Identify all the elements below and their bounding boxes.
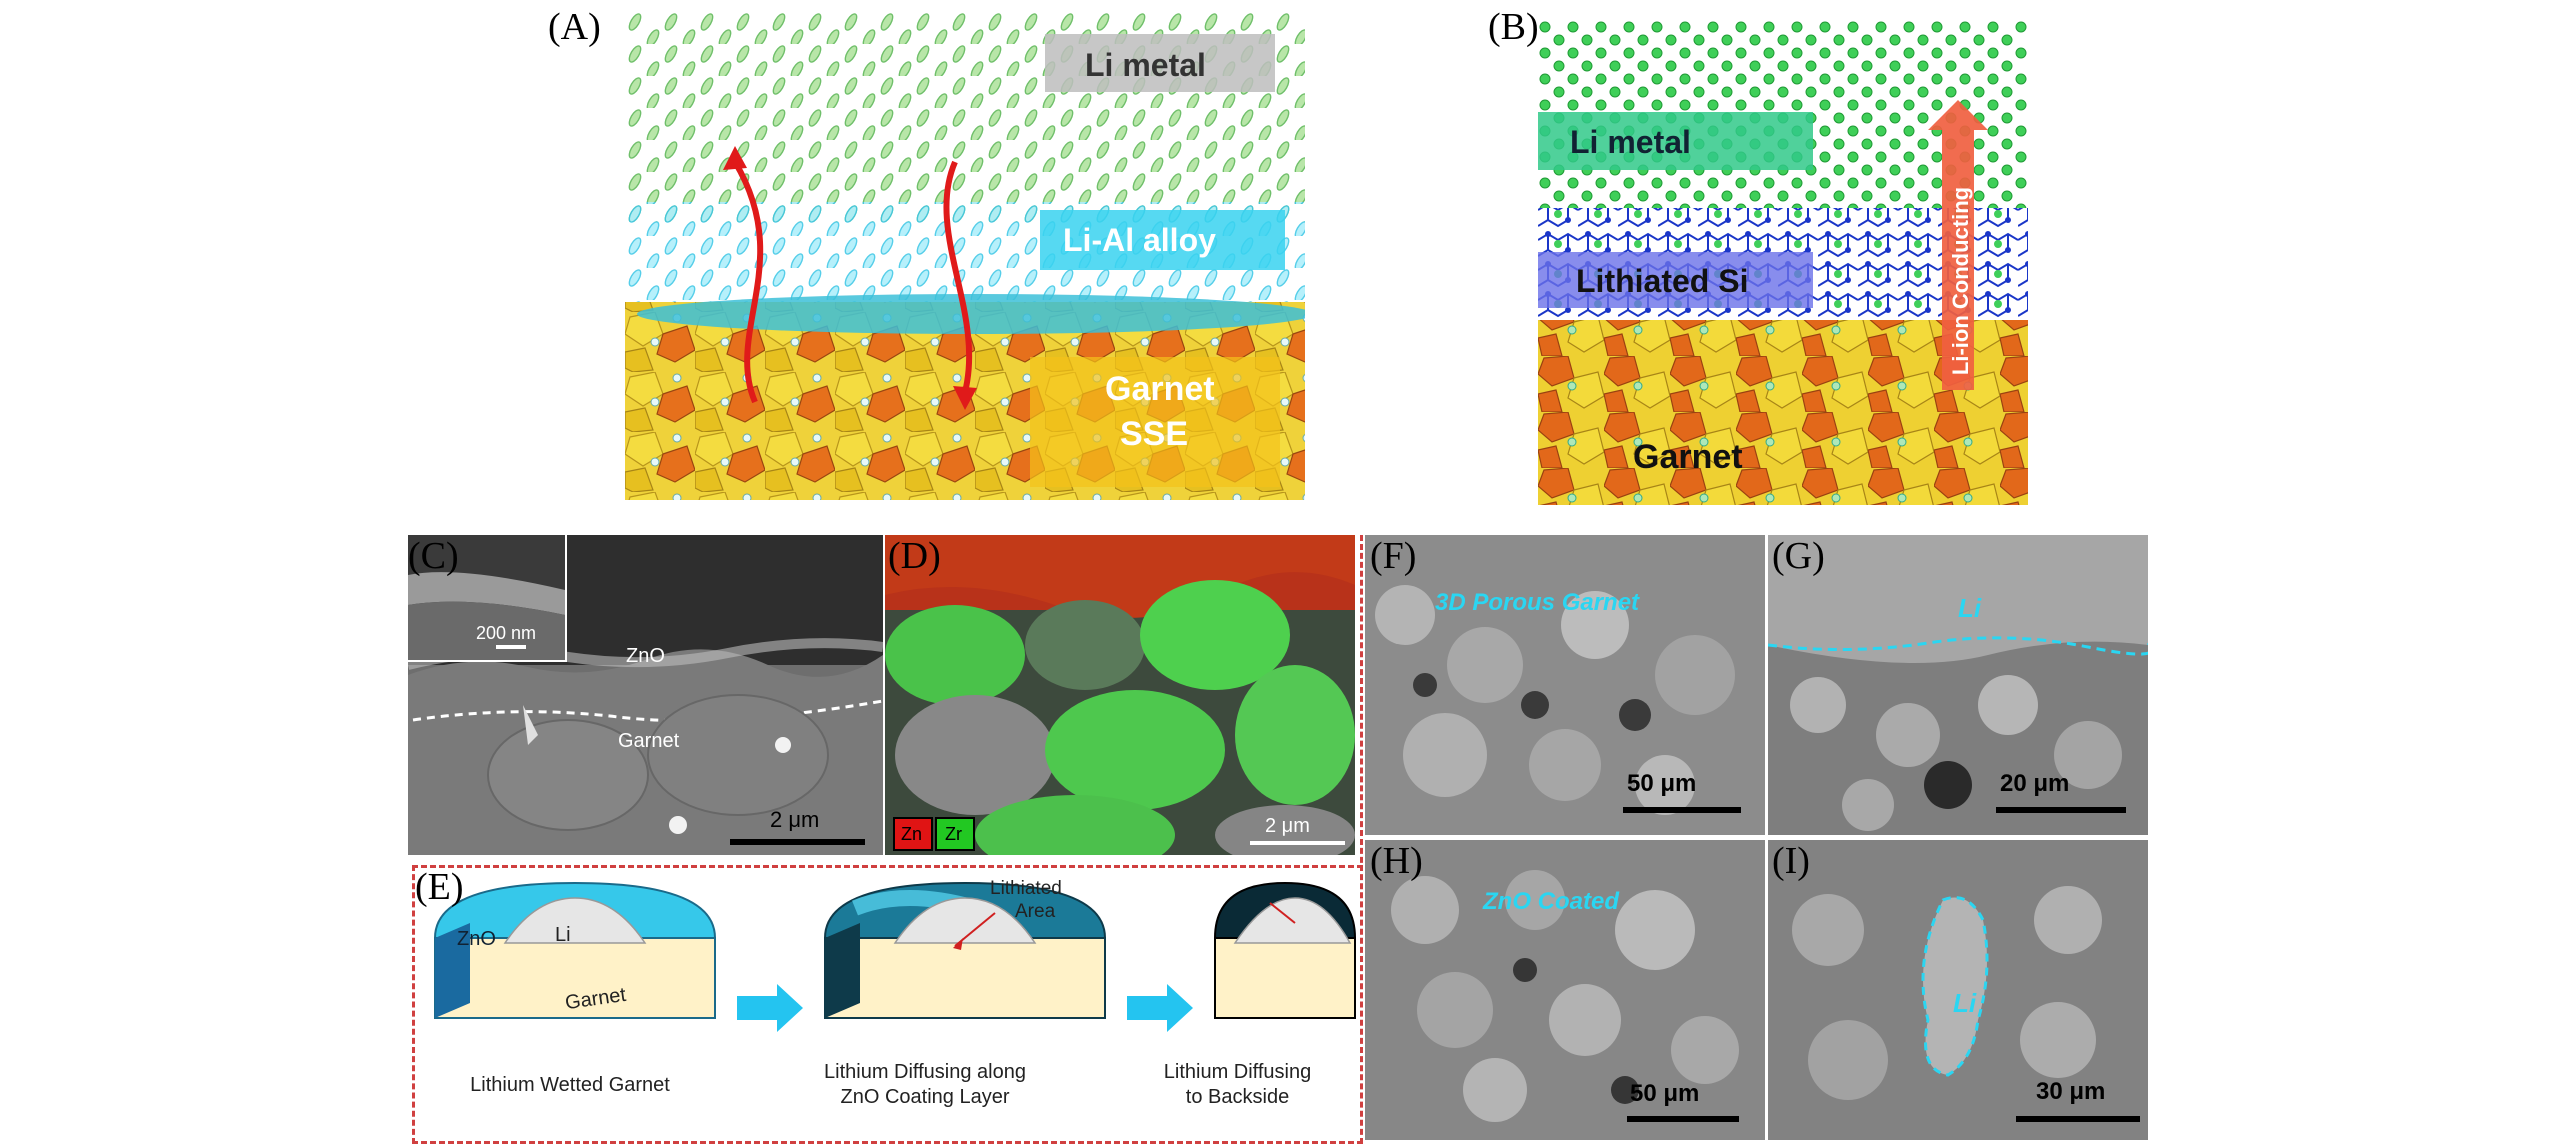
legend-zr-label: Zr: [945, 824, 962, 844]
scale-label-i: 30 μm: [2036, 1078, 2106, 1105]
li-metal-box: [1045, 34, 1275, 92]
lithiated-si-label: Lithiated Si: [1576, 263, 1749, 299]
panel-h-sem: ZnO Coated 50 μm: [1365, 840, 1765, 1140]
flow-arrow-1: [737, 984, 803, 1032]
area-label: Area: [1015, 901, 1056, 922]
flow-arrow-2: [1127, 984, 1193, 1032]
scale-bar-i: [2016, 1116, 2140, 1122]
lithiated-si-box: [1538, 252, 1813, 308]
garnet-label-b: Garnet: [1633, 438, 1743, 476]
zno-label-e: ZnO: [457, 928, 496, 950]
panel-d-eds-map: Zn Zr 2 μm: [885, 535, 1355, 855]
zno-coated-garnet-sem: [1365, 840, 1765, 1140]
panel-label-b: (B): [1488, 6, 1539, 48]
lithiated-si-schematic: [1538, 20, 2028, 505]
panel-e-schematic: (E) ZnO Li Garnet Lithiated Area Lithium…: [412, 865, 1363, 1144]
legend-zn-label: Zn: [901, 824, 923, 844]
sse-label: SSE: [1120, 415, 1189, 453]
sem-inset: 200 nm: [408, 535, 567, 662]
eds-zn-zr-map: [885, 535, 1355, 855]
porous-garnet-sem: [1365, 535, 1765, 835]
scale-label-c: 2 μm: [770, 807, 820, 832]
inset-scale-bar: [496, 645, 526, 649]
scale-bar-f: [1623, 807, 1741, 813]
panel-label-c: (C): [408, 535, 459, 577]
panel-b-schematic: Li metal Lithiated Si Li-ion Conducting …: [1538, 20, 2028, 505]
legend-zn-swatch: Zn: [893, 817, 933, 851]
li-metal-label: Li metal: [1085, 47, 1206, 83]
separator-line: [1360, 535, 1363, 1140]
li-ion-conducting-label: Li-ion Conducting: [1948, 186, 1973, 376]
panel-f-sem: 3D Porous Garnet 50 μm: [1365, 535, 1765, 835]
panel-label-d: (D): [888, 535, 941, 577]
scale-label-d: 2 μm: [1265, 815, 1310, 837]
panel-c-sem: 200 nm ZnO Garnet 2 μm: [408, 535, 883, 855]
li-diffused-backside-sem: [1768, 840, 2148, 1140]
panel-a-schematic: Li metal Li-Al alloy Garnet SSE: [625, 12, 1305, 500]
porous-garnet-label: 3D Porous Garnet: [1435, 589, 1640, 616]
garnet-label-c: Garnet: [618, 730, 680, 752]
scale-label-f: 50 μm: [1627, 770, 1697, 797]
li-metal-box-b: [1538, 112, 1813, 170]
garnet-label: Garnet: [1105, 370, 1215, 408]
li-label-g: Li: [1958, 593, 1982, 623]
panel-label-e: (E): [415, 866, 464, 908]
panel-i-sem: Li 30 μm: [1768, 840, 2148, 1140]
panel-label-a: (A): [548, 6, 601, 48]
zno-label: ZnO: [626, 645, 665, 667]
scale-bar-d: [1250, 841, 1345, 845]
panel-g-sem: Li 20 μm: [1768, 535, 2148, 835]
scale-bar-h: [1627, 1116, 1739, 1122]
li-metal-label-b: Li metal: [1570, 124, 1691, 160]
legend-zr-swatch: Zr: [935, 817, 975, 851]
scale-label-h: 50 μm: [1630, 1080, 1700, 1107]
li-al-alloy-box: [1040, 210, 1285, 270]
scale-bar-c: [730, 839, 865, 845]
scale-bar-g: [1996, 807, 2126, 813]
li-ion-conducting-arrow: [1928, 100, 1988, 390]
inset-scale-label: 200 nm: [476, 623, 537, 643]
li-al-alloy-schematic: [625, 12, 1305, 500]
li-al-alloy-label: Li-Al alloy: [1063, 222, 1216, 258]
scale-label-g: 20 μm: [2000, 770, 2070, 797]
caption-1: Lithium Wetted Garnet: [470, 1074, 670, 1096]
panel-label-f: (F): [1370, 535, 1417, 577]
li-label-e: Li: [555, 924, 571, 946]
lithium-diffusion-schematic: [434, 881, 1356, 1032]
panel-label-g: (G): [1772, 535, 1825, 577]
caption-2: Lithium Diffusing along ZnO Coating Laye…: [824, 1061, 1026, 1108]
panel-label-i: (I): [1772, 840, 1810, 882]
lithiated-label: Lithiated: [990, 878, 1062, 899]
li-on-garnet-sem: [1768, 535, 2148, 835]
zno-coated-label: ZnO Coated: [1483, 888, 1619, 915]
panel-label-h: (H): [1370, 840, 1423, 882]
li-label-i: Li: [1953, 988, 1977, 1018]
caption-3: Lithium Diffusing to Backside: [1163, 1061, 1312, 1108]
